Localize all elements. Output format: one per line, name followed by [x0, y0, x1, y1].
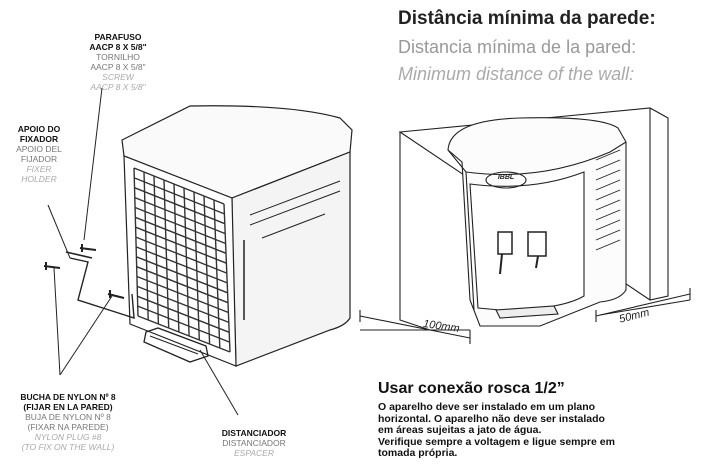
screw-label-es2: AACP 8 X 5/8": [90, 62, 146, 72]
screw-label: PARAFUSO AACP 8 X 5/8" TORNILHO AACP 8 X…: [78, 32, 158, 92]
plug-label-es2: (FIXAR NA PAREDE): [27, 422, 109, 432]
fixer-label-en2: HOLDER: [21, 174, 57, 184]
plug-label-es1: BUJA DE NYLON Nº 8: [25, 412, 111, 422]
connection-line: tomada própria.: [378, 447, 458, 459]
connection-line: Verifique sempre a voltagem e ligue semp…: [378, 435, 615, 448]
screw-label-en2: AACP 8 X 5/8": [90, 82, 146, 92]
spacer-label-pt: DISTANCIADOR: [221, 428, 287, 438]
plug-label-pt1: BUCHA DE NYLON Nº 8: [20, 392, 116, 402]
heading-pt: Distância mínima da parede:: [398, 8, 656, 29]
fixer-label-es1: APOIO DEL: [16, 144, 62, 154]
heading-en: Minimum distance of the wall:: [398, 64, 635, 84]
screw-label-es1: TORNILHO: [96, 52, 140, 62]
screw-label-en1: SCREW: [102, 72, 134, 82]
connection-line: O aparelho deve ser instalado em um plan…: [378, 402, 596, 413]
spacer-label-es: DISTANCIADOR: [222, 438, 286, 448]
grille-lines: [133, 167, 231, 353]
plug-label-en2: (TO FIX ON THE WALL): [21, 442, 115, 452]
spacer-label-en: ESPACER: [234, 448, 274, 458]
screw-label-pt1: PARAFUSO: [94, 32, 142, 42]
screw-label-pt2: AACP 8 X 5/8": [89, 42, 147, 52]
connection-body: O aparelho deve ser instalado em um plan…: [378, 402, 698, 465]
fixer-label-pt1: APOIO DO: [17, 124, 61, 134]
heading-es: Distancia mínima de la pared:: [398, 37, 637, 57]
connection-title: Usar conexão rosca 1/2”: [378, 380, 565, 397]
fixer-label-en1: FIXER: [26, 164, 52, 174]
plug-label: BUCHA DE NYLON Nº 8 (FIJAR EN LA PARED) …: [8, 392, 128, 452]
fixer-label-pt2: FIXADOR: [19, 134, 59, 144]
plug-label-en1: NYLON PLUG #8: [34, 432, 102, 442]
spacer-label: DISTANCIADOR DISTANCIADOR ESPACER: [212, 428, 296, 458]
fixer-label-es2: FIJADOR: [20, 154, 58, 164]
connection-line: em áreas sujeitas a jato de água.: [378, 424, 542, 436]
connection-line: horizontal. O aparelho não deve ser inst…: [378, 412, 605, 425]
fixer-label: APOIO DO FIXADOR APOIO DEL FIJADOR FIXER…: [4, 124, 74, 184]
brand-badge: IBBL: [497, 174, 515, 181]
plug-label-pt2: (FIJAR EN LA PARED): [23, 402, 113, 412]
